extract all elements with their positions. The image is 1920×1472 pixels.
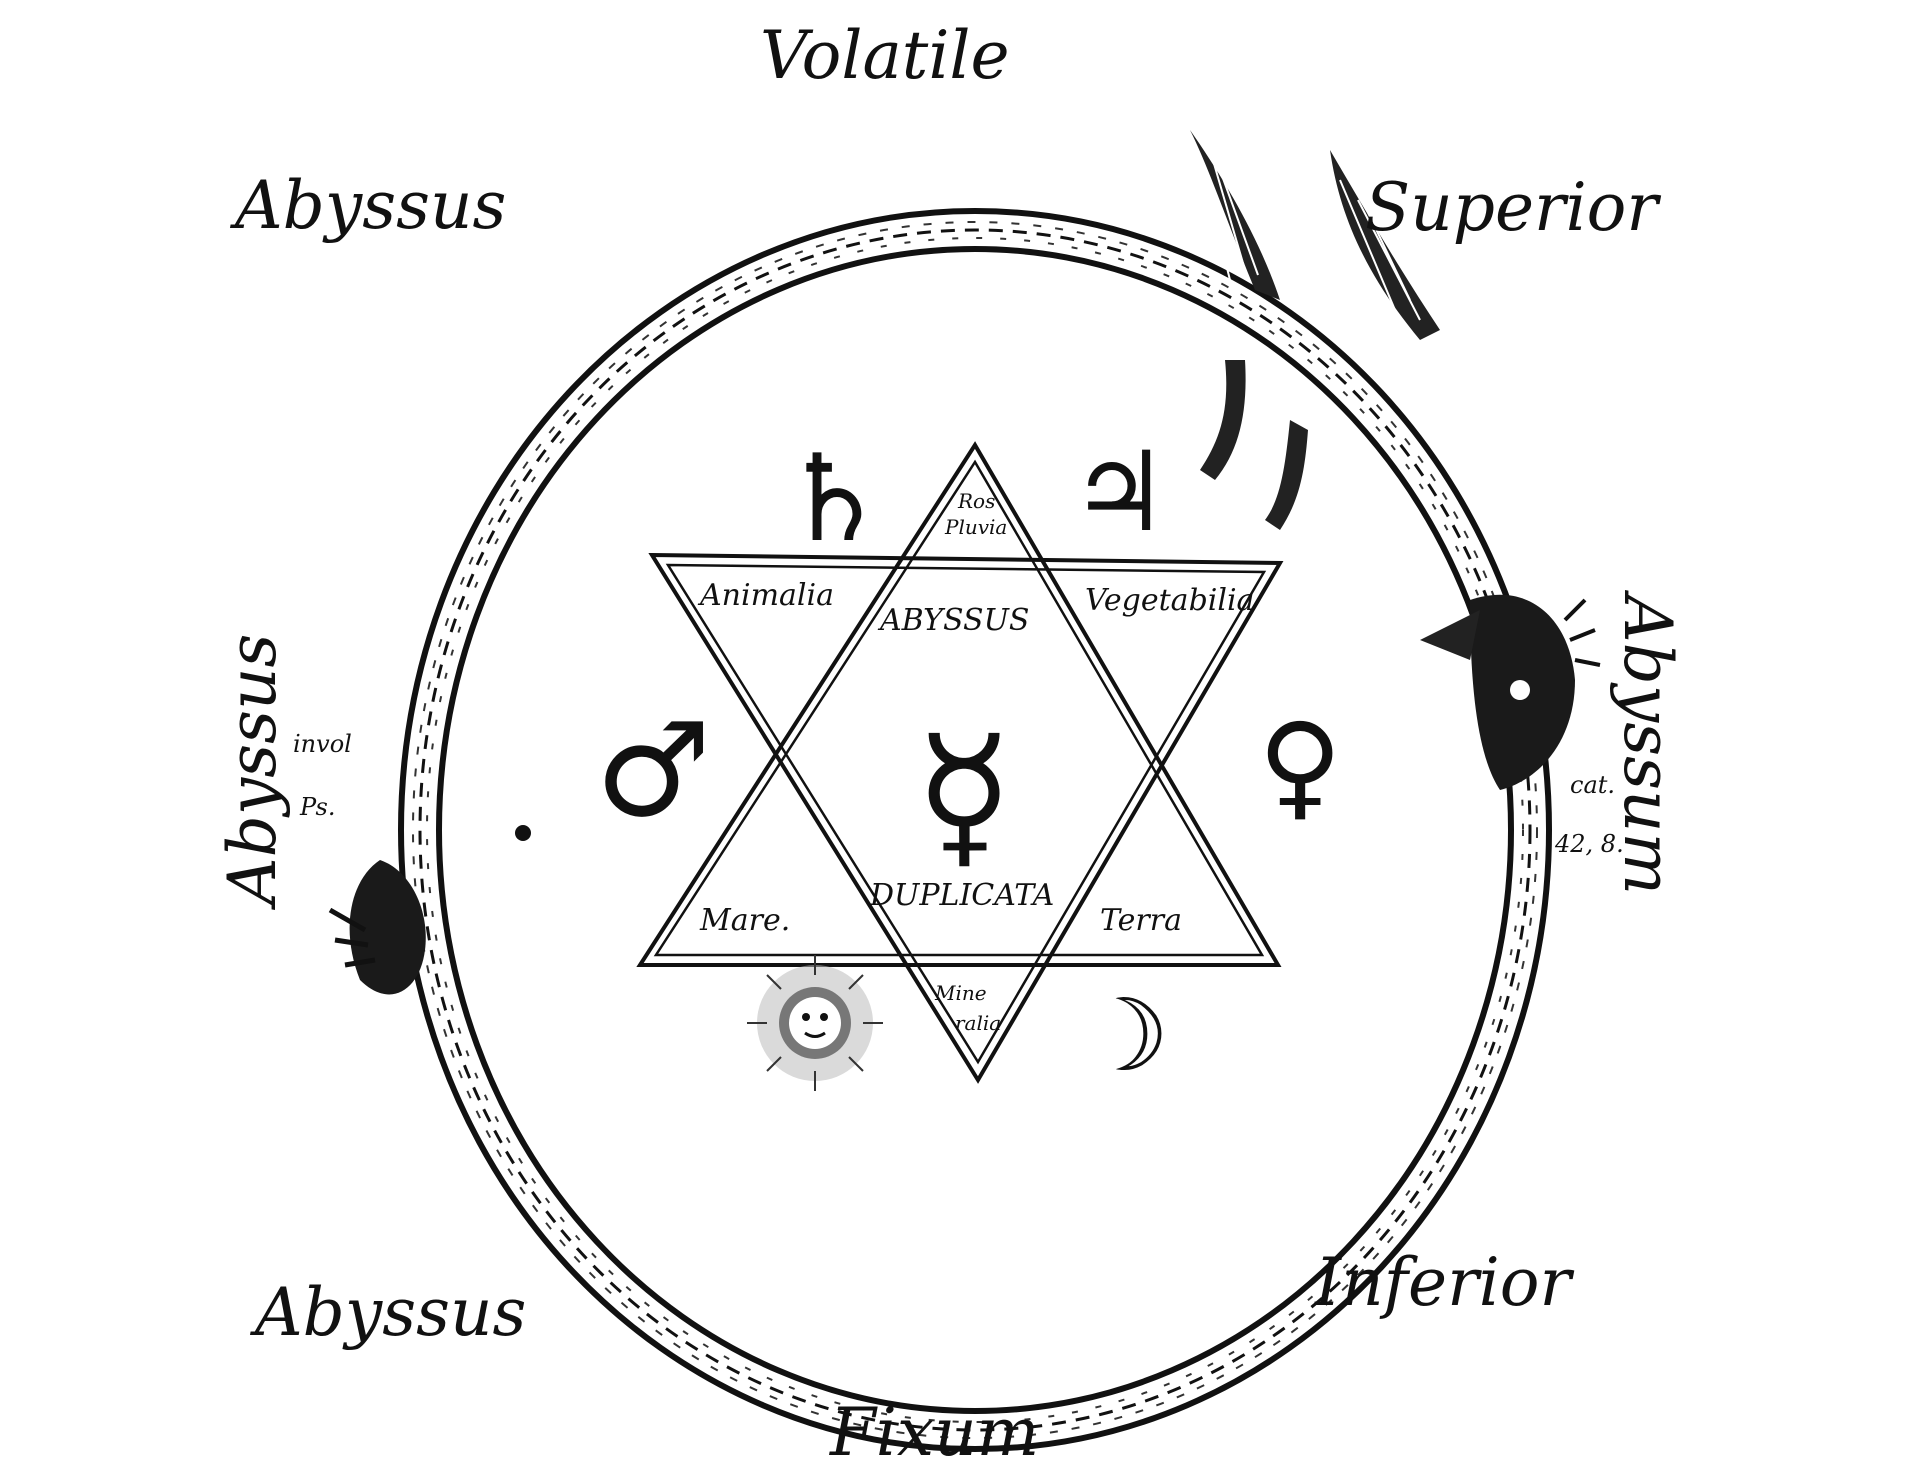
star-bottom-label-2: ralia [955, 1011, 1001, 1035]
star-lower-left-label: Mare. [699, 903, 790, 938]
star-lower-right-label: Terra [1100, 903, 1182, 938]
label-right-note-1: cat. [1570, 771, 1615, 799]
saturn-icon: ♄ [780, 430, 888, 569]
label-volatile: Volatile [760, 17, 1010, 94]
label-superior: Superior [1365, 169, 1661, 246]
star-upper-right-label: Vegetabilia [1085, 583, 1254, 618]
ink-dot [515, 825, 531, 841]
label-abyssus-upper-left: Abyssus [229, 167, 506, 244]
serpent-head-right [1420, 595, 1600, 790]
star-top-label-2: Pluvia [944, 515, 1007, 539]
label-left-note-1: invol [293, 730, 352, 758]
label-left-note-2: Ps. [299, 793, 335, 821]
label-abyssus-left-vertical: Abyssus [214, 634, 291, 911]
jupiter-icon: ♃ [1070, 428, 1169, 556]
mars-icon: ♂ [595, 694, 712, 846]
venus-icon: ♀ [1258, 699, 1342, 833]
star-bottom-label-1: Mine [934, 981, 987, 1005]
mercury-icon: ☿ [915, 701, 1013, 888]
label-abyssus-lower-left: Abyssus [249, 1274, 526, 1351]
label-fixum: Fixum [829, 1394, 1039, 1471]
label-inferior: Inferior [1314, 1244, 1574, 1321]
dragon-claws [1200, 360, 1308, 530]
star-upper-center-label: ABYSSUS [877, 603, 1029, 638]
star-top-label-1: Ros [957, 489, 995, 513]
moon-icon: ☽ [1080, 977, 1170, 1094]
label-right-note-2: 42, 8. [1554, 830, 1624, 858]
star-upper-left-label: Animalia [697, 578, 834, 613]
sun-icon [747, 955, 883, 1091]
